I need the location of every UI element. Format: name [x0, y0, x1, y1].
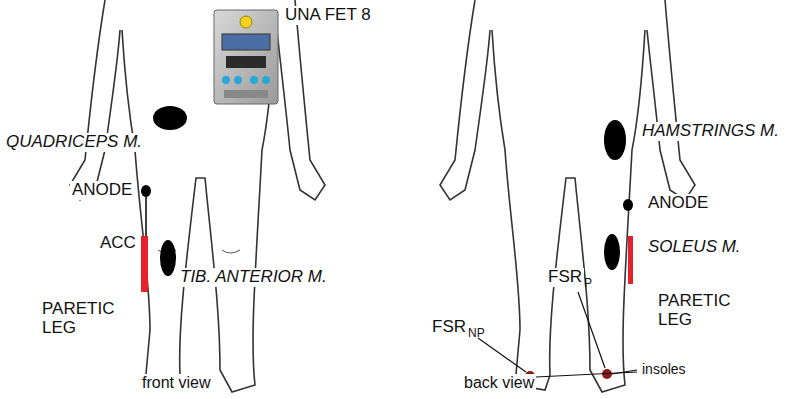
cable — [145, 196, 147, 238]
sensor-subscript: P — [582, 277, 594, 290]
leg-label: PARETIC LEG — [40, 300, 128, 337]
accelerometer — [628, 236, 633, 284]
muscle-label: HAMSTRINGS M. — [640, 122, 781, 141]
soleus-electrode — [604, 234, 620, 270]
view-label: front view — [140, 374, 212, 392]
tibialis-electrode — [160, 240, 176, 276]
sensor-label: FSR — [430, 318, 468, 337]
anode-electrode — [141, 185, 151, 197]
body-outline — [70, 0, 695, 392]
muscle-label: SOLEUS M. — [646, 238, 743, 257]
leg-label: PARETIC LEG — [656, 292, 744, 329]
anode-electrode — [623, 199, 633, 211]
leader-lines — [478, 292, 637, 377]
view-label: back view — [462, 374, 536, 392]
device-label: UNA FET 8 — [283, 6, 373, 25]
sensor-label: ACC — [98, 234, 138, 253]
muscle-label: TIB. ANTERIOR M. — [178, 268, 329, 287]
accelerometer — [141, 236, 148, 292]
muscle-label: QUADRICEPS M. — [4, 133, 144, 152]
stimulator-device — [214, 10, 278, 104]
sensor-subscript: NP — [466, 327, 487, 340]
quadriceps-electrode — [153, 106, 187, 130]
electrode-label: ANODE — [70, 181, 134, 200]
electrode-label: ANODE — [646, 194, 710, 213]
hamstrings-electrode — [604, 120, 626, 160]
part-label: insoles — [640, 362, 688, 377]
sensor-label: FSR — [546, 268, 584, 287]
